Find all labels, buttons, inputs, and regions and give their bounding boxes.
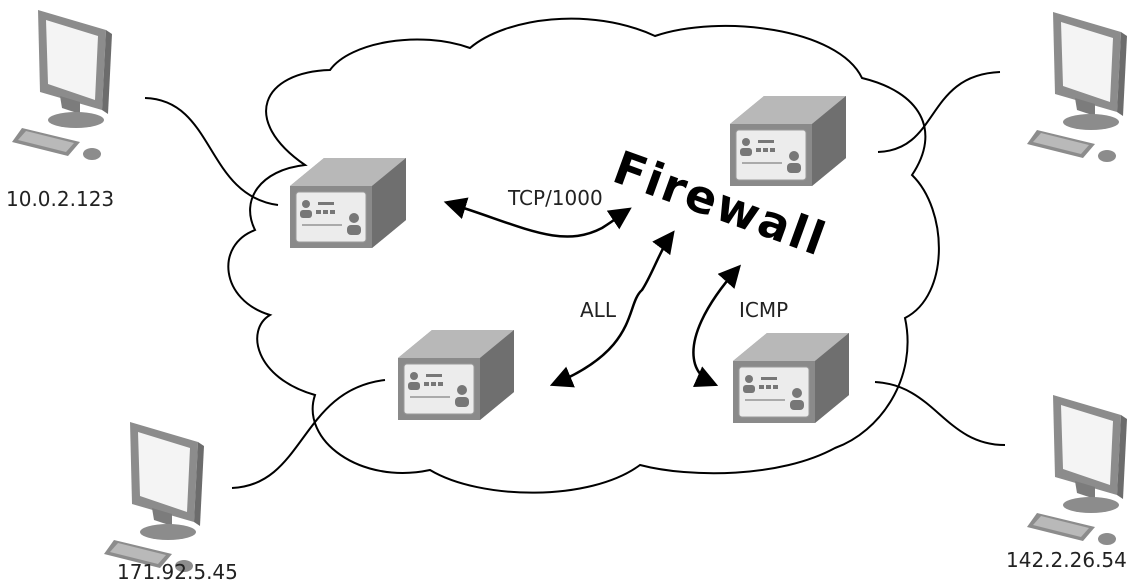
computer-top-right-icon — [1027, 12, 1127, 162]
computer-bottom-left-icon — [104, 422, 204, 572]
computer-bottom-right-icon — [1027, 395, 1127, 545]
ip-bottom-left: 171.92.5.45 — [117, 560, 238, 584]
label-all: ALL — [580, 298, 616, 322]
arrow-icmp — [692, 264, 741, 387]
link-top-right — [877, 71, 1001, 153]
link-top-left — [144, 97, 279, 206]
label-icmp: ICMP — [739, 298, 789, 322]
network-cloud — [227, 17, 940, 494]
arrow-all — [549, 230, 675, 388]
ip-top-left: 10.0.2.123 — [6, 187, 115, 211]
ip-bottom-right: 142.2.26.54 — [1006, 548, 1127, 572]
label-tcp: TCP/1000 — [508, 186, 603, 210]
computer-top-left-icon — [12, 10, 112, 160]
link-bottom-right — [874, 381, 1006, 446]
link-bottom-left — [231, 379, 386, 489]
